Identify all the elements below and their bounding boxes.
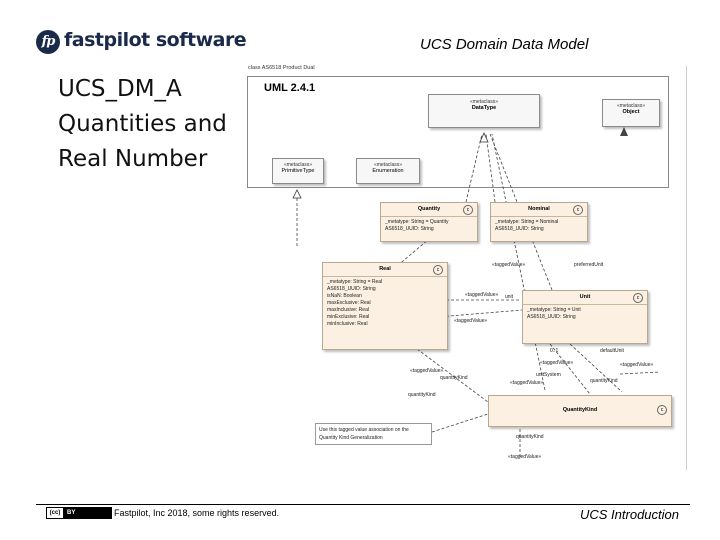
class-attribute: isNaN: Boolean — [327, 293, 362, 299]
quantitykind-class-box[interactable]: QuantityKind c — [488, 395, 672, 427]
quantitykind-class-name: QuantityKind — [562, 407, 598, 413]
real-class-name: Real — [379, 266, 391, 272]
note-line-1: Use this tagged value association on the — [319, 427, 409, 433]
slide-title-line-2: Quantities and — [58, 111, 227, 137]
footer-divider — [36, 504, 690, 505]
metaclass-stereotype: «metaclass» — [283, 162, 313, 168]
tagged-value-label: «taggedValue» — [620, 362, 654, 368]
quantity-kind-label: quantityKind — [590, 378, 618, 384]
unit-to-qk-line-2 — [569, 343, 623, 393]
unit-class-name: Unit — [579, 294, 591, 300]
primitivetype-name: PrimitiveType — [281, 168, 315, 174]
qk-to-datatype-line — [491, 133, 546, 391]
class-icon: c — [657, 405, 667, 415]
tagged-value-label: «taggedValue» — [510, 380, 544, 386]
tagged-value-label: «taggedValue» — [410, 368, 444, 374]
nominal-to-datatype-line — [485, 133, 496, 203]
metaclass-enumeration-box[interactable]: «metaclass» Enumeration — [356, 158, 420, 184]
tagged-value-label: «taggedValue» — [508, 454, 542, 460]
diagram-frame-label: class AS6518 Product Dual — [248, 65, 315, 71]
header-title: UCS Domain Data Model — [420, 36, 589, 53]
class-attribute: minExclusive: Real — [327, 314, 370, 320]
class-attribute: minInclusive: Real — [327, 321, 368, 327]
uml-class-diagram: class AS6518 Product Dual UML 2.4.1 — [240, 62, 690, 474]
class-attribute: maxInclusive: Real — [327, 307, 369, 313]
diagram-frame-edge — [686, 66, 687, 470]
metaclass-stereotype: «metaclass» — [616, 103, 646, 109]
creative-commons-badge[interactable]: (cc) BY — [46, 507, 112, 519]
copyright-text: Fastpilot, Inc 2018, some rights reserve… — [114, 508, 280, 518]
metaclass-object-box[interactable]: «metaclass» Object — [602, 99, 660, 127]
class-attribute: AS6518_UUID: String — [495, 226, 544, 232]
slide-title-line-1: UCS_DM_A — [58, 76, 182, 102]
class-attribute: _metatype: String = Unit — [527, 307, 581, 313]
unit-label: unit — [505, 294, 514, 300]
datatype-name: DataType — [471, 105, 497, 111]
class-attribute: AS6518_UUID: String — [385, 226, 434, 232]
quantity-kind-label: quantityKind — [516, 434, 544, 440]
preferred-unit-label: preferredUnit — [574, 262, 604, 268]
unit-system-label: unitSystem — [536, 372, 561, 378]
tagged-value-label: «taggedValue» — [492, 262, 526, 268]
class-attribute: AS6518_UUID: String — [527, 314, 576, 320]
connector-lines — [292, 127, 661, 457]
tagged-value-label: «taggedValue» — [540, 360, 574, 366]
class-icon: c — [573, 205, 583, 215]
enumeration-name: Enumeration — [372, 168, 404, 174]
uml-note[interactable]: Use this tagged value association on the… — [315, 423, 432, 445]
note-to-qk-line — [431, 413, 489, 433]
object-name: Object — [622, 109, 640, 115]
quantity-kind-label: quantityKind — [408, 392, 436, 398]
default-unit-label: defaultUnit — [600, 348, 624, 354]
metaclass-stereotype: «metaclass» — [373, 162, 403, 168]
unit-to-datatype-line — [489, 133, 553, 291]
quantity-class-name: Quantity — [417, 206, 441, 212]
multiplicity-label: 0..1 — [550, 348, 559, 354]
metaclass-datatype-box[interactable]: «metaclass» DataType — [428, 94, 540, 128]
real-to-qk-line — [400, 336, 489, 403]
unit-to-qk-line — [549, 343, 591, 395]
generalization-arrowhead-primitive — [292, 189, 302, 199]
class-icon: c — [433, 265, 443, 275]
metaclass-stereotype: «metaclass» — [469, 99, 499, 105]
tagged-value-label: «taggedValue» — [465, 292, 499, 298]
slide-title: UCS_DM_A Quantities and Real Number — [58, 72, 238, 177]
metaclass-primitivetype-box[interactable]: «metaclass» PrimitiveType — [272, 158, 324, 184]
footer-section-title: UCS Introduction — [580, 507, 679, 522]
class-attribute: _metatype: String = Nominal — [495, 219, 559, 225]
generalization-arrowhead-object — [620, 127, 628, 136]
slide-title-line-3: Real Number — [58, 146, 208, 172]
note-line-2: Quantity Kind Generalization — [319, 435, 383, 441]
class-icon: c — [633, 293, 643, 303]
tagged-value-label: «taggedValue» — [454, 318, 488, 324]
class-icon: c — [463, 205, 473, 215]
fastpilot-logo-icon: fp — [36, 30, 60, 54]
class-attribute: _metatype: String = Real — [327, 279, 383, 285]
generalization-arrowhead-datatype — [479, 132, 489, 143]
class-attribute: _metatype: String = Quantity — [385, 219, 449, 225]
nominal-class-name: Nominal — [528, 206, 550, 212]
package-title: UML 2.4.1 — [264, 82, 316, 94]
quantity-kind-label: quantityKind — [440, 375, 468, 381]
qk-self-line-2 — [619, 371, 661, 375]
cc-icon: (cc) — [47, 508, 63, 518]
class-attribute: maxExclusive: Real — [327, 300, 371, 306]
cc-by-label: BY — [67, 510, 76, 516]
quantity-to-datatype-line — [465, 133, 483, 203]
fastpilot-logo: fp fastpilot software — [36, 28, 247, 56]
logo-text: fastpilot software — [64, 29, 247, 51]
class-attribute: AS6518_UUID: String — [327, 286, 376, 292]
